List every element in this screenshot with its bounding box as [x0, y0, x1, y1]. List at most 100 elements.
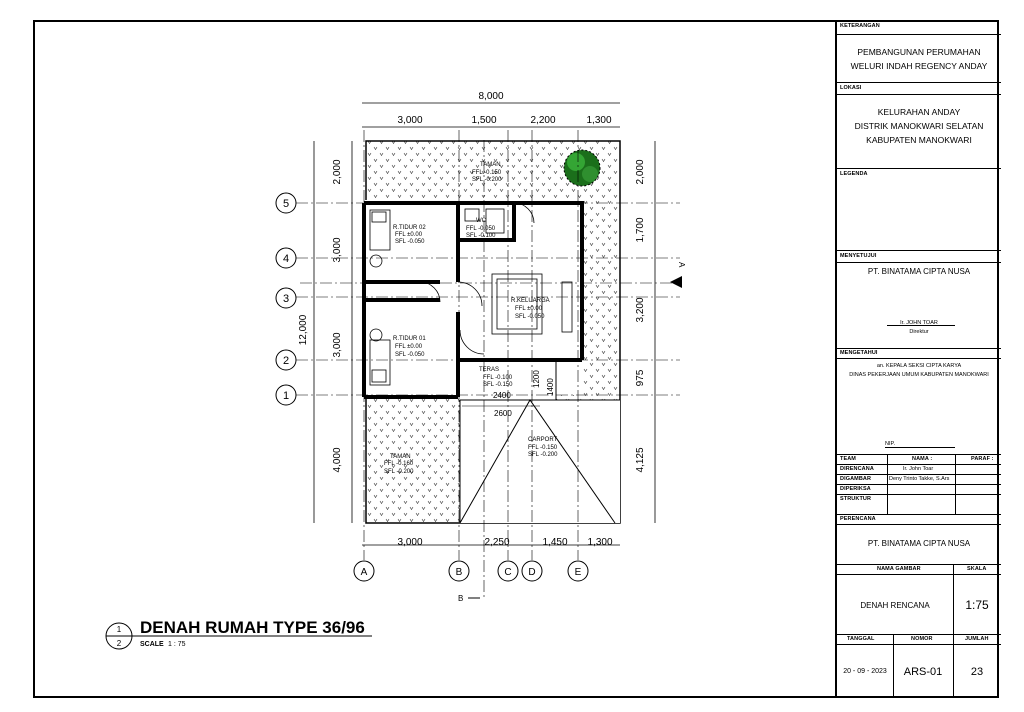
- dimension-lines: [313, 102, 656, 546]
- nip-label: NIP.: [885, 441, 895, 447]
- drawing-frame: [33, 20, 999, 698]
- perencana-label: PERENCANA: [840, 516, 876, 522]
- approver-company: PT. BINATAMA CIPTA NUSA: [867, 267, 971, 276]
- dim-left: 3,000: [332, 332, 343, 357]
- director-title: Direktur: [909, 329, 929, 335]
- lokasi-line3: KABUPATEN MANOKWARI: [866, 135, 972, 145]
- inner-dim: 1200: [532, 370, 541, 388]
- nomor-value: ARS-01: [903, 666, 943, 678]
- grid-row-label: 5: [283, 198, 289, 210]
- dim-left-total: 12,000: [298, 314, 309, 345]
- team-name: Ir. John Toar: [903, 466, 934, 472]
- dim-bottom: 1,300: [587, 537, 612, 548]
- section-marker-b: B: [458, 594, 463, 603]
- dim-top: 1,500: [471, 115, 496, 126]
- grid-row-label: 3: [283, 293, 289, 305]
- nama-header: NAMA :: [912, 456, 933, 462]
- room-ffl: FFL -0.150: [528, 445, 558, 451]
- dim-bottom: 3,000: [397, 537, 422, 548]
- dim-left: 2,000: [332, 159, 343, 184]
- room-ffl: FFL ±0.00: [395, 232, 423, 238]
- lokasi-label: LOKASI: [840, 85, 862, 91]
- room-name: CARPORT: [528, 437, 558, 443]
- tree-icon: [563, 149, 601, 187]
- tanggal-label: TANGGAL: [847, 636, 875, 642]
- room-name: TAMAN: [390, 454, 411, 460]
- dim-left: 4,000: [332, 447, 343, 472]
- room-sfl: SFL -0.050: [395, 239, 425, 245]
- grid-col-label: C: [504, 567, 511, 578]
- mengetahui-line2: DINAS PEKERJAAN UMUM KABUPATEN MANOKWARI: [849, 372, 989, 378]
- dim-left: 3,000: [332, 237, 343, 262]
- dim-right: 4,125: [635, 447, 646, 472]
- perencana-company: PT. BINATAMA CIPTA NUSA: [867, 539, 971, 548]
- room-ffl: FFL -0.160: [384, 461, 414, 467]
- team-role: DIGAMBAR: [840, 476, 872, 482]
- room-name: R.KELUARGA: [511, 298, 550, 304]
- dim-right: 2,000: [635, 159, 646, 184]
- grid-row-label: 1: [283, 390, 289, 402]
- tanggal-value: 20 - 09 - 2023: [843, 668, 887, 675]
- room-name: R.TIDUR 01: [393, 336, 426, 342]
- room-sfl: SFL -0.050: [515, 314, 545, 320]
- scale-label: SCALE: [140, 641, 164, 648]
- nomor-label: NOMOR: [911, 636, 933, 642]
- dim-right: 3,200: [635, 297, 646, 322]
- section-marker-a: A: [677, 262, 686, 268]
- grid-row-label: 2: [283, 355, 289, 367]
- room-labels: TAMAN FFL -0.150 SFL -0.200 R.TIDUR 02 F…: [384, 162, 558, 475]
- lokasi-line2: DISTRIK MANOKWARI SELATAN: [854, 121, 984, 131]
- room-sfl: SFL -0.150: [483, 382, 513, 388]
- dim-top: 1,300: [586, 115, 611, 126]
- lokasi-line1: KELURAHAN ANDAY: [877, 107, 961, 117]
- room-sfl: SFL -0.200: [472, 177, 502, 183]
- dim-top-total: 8,000: [478, 91, 503, 102]
- room-name: R.TIDUR 02: [393, 225, 426, 231]
- detail-num-top: 1: [117, 625, 122, 634]
- dim-bottom: 2,250: [484, 537, 509, 548]
- room-ffl: FFL ±0.00: [395, 344, 423, 350]
- room-ffl: FFL ±0.00: [515, 306, 543, 312]
- team-name: Deny Trinto Takke, S.Ars: [889, 476, 950, 482]
- dim-bottom: 1,450: [542, 537, 567, 548]
- nama-gambar: DENAH RENCANA: [860, 601, 930, 610]
- team-role: DIPERIKSA: [840, 486, 871, 492]
- carport-area: [460, 400, 620, 523]
- room-name: WC: [476, 218, 487, 224]
- paraf-header: PARAF :: [971, 456, 994, 462]
- room-name: TERAS: [479, 367, 499, 373]
- room-sfl: SFL -0.100: [466, 233, 496, 239]
- grid-col-label: A: [361, 567, 368, 578]
- grid-col-label: E: [575, 567, 582, 578]
- furniture: [369, 202, 573, 386]
- legenda-label: LEGENDA: [840, 171, 868, 177]
- grid-row-label: 4: [283, 253, 289, 265]
- jumlah-label: JUMLAH: [965, 636, 989, 642]
- skala-value: 1:75: [965, 598, 989, 612]
- mengetahui-label: MENGETAHUI: [840, 350, 878, 356]
- room-sfl: SFL -0.200: [528, 452, 558, 458]
- dim-right: 1,700: [635, 217, 646, 242]
- grid-row-bubbles: [275, 192, 297, 406]
- grid-col-label: B: [456, 567, 463, 578]
- dim-right: 975: [635, 369, 646, 386]
- detail-num-bottom: 2: [117, 639, 122, 648]
- room-ffl: FFL -0.100: [483, 375, 513, 381]
- room-ffl: FFL -0.150: [472, 170, 502, 176]
- room-sfl: SFL -0.050: [395, 352, 425, 358]
- grid-lines: [296, 130, 680, 600]
- grid-col-bubbles: [353, 560, 589, 582]
- inner-dim: 2400: [493, 391, 511, 400]
- director-name: Ir. JOHN TOAR: [900, 320, 938, 326]
- scale-value: 1 : 75: [168, 641, 186, 648]
- project-line1: PEMBANGUNAN PERUMAHAN: [857, 47, 981, 57]
- nama-gambar-label: NAMA GAMBAR: [877, 566, 921, 572]
- team-header: TEAM: [840, 456, 856, 462]
- dim-top: 3,000: [397, 115, 422, 126]
- dim-top: 2,200: [530, 115, 555, 126]
- inner-dim: 1400: [546, 378, 555, 396]
- room-name: TAMAN: [480, 162, 501, 168]
- skala-label: SKALA: [967, 566, 987, 572]
- jumlah-value: 23: [970, 666, 984, 678]
